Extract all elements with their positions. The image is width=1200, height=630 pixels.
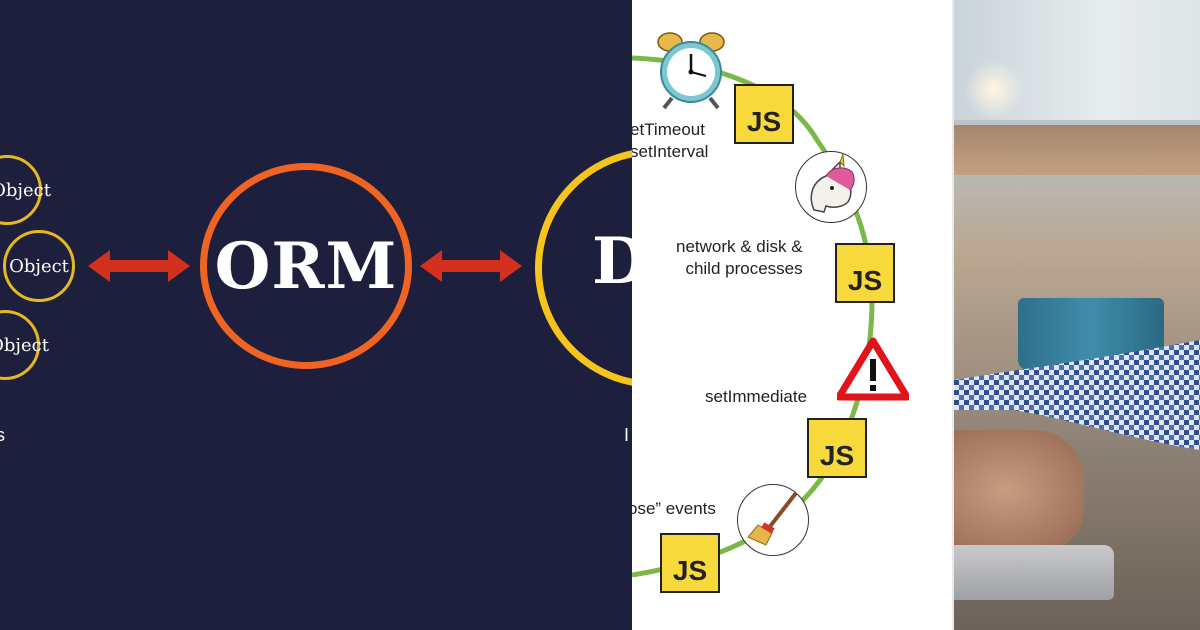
orm-diagram-panel: Object Object Object ORM D s I: [0, 148, 632, 445]
object-label: Object: [0, 179, 51, 201]
warning-icon: [835, 337, 911, 401]
js-box: JS: [660, 533, 720, 593]
panel-divider: [952, 0, 954, 630]
js-box: JS: [807, 418, 867, 478]
orm-label: ORM: [214, 228, 398, 304]
close-events-label: ose” events: [632, 499, 716, 518]
alarm-clock-icon: [654, 28, 728, 110]
settimeout-label: etTimeout setInterval: [632, 120, 709, 161]
checkered-sleeve: [954, 340, 1200, 450]
js-box: JS: [734, 84, 794, 144]
unicorn-icon: [795, 151, 867, 223]
caption-fragment: s: [0, 425, 5, 445]
object-circle: Object: [3, 230, 75, 302]
photo-light: [964, 60, 1024, 120]
caption-fragment: I: [624, 425, 630, 445]
double-arrow-icon: [88, 250, 190, 282]
orm-circle: ORM: [200, 163, 412, 369]
network-label: network & disk & child processes: [676, 237, 803, 278]
object-circle: Object: [0, 155, 51, 225]
object-label: Object: [0, 334, 49, 356]
js-box: JS: [835, 243, 895, 303]
hand-icon: [954, 430, 1084, 550]
photo-shelf: [954, 125, 1200, 175]
object-circle: Object: [0, 310, 49, 380]
photo-panel: [954, 0, 1200, 630]
laptop-icon: [954, 545, 1114, 600]
double-arrow-icon: [420, 250, 522, 282]
database-label: D: [592, 224, 632, 299]
broom-icon: [737, 484, 809, 556]
event-loop-panel: JS etTimeout setInterval network & disk …: [632, 0, 954, 630]
object-label: Object: [9, 255, 69, 277]
setimmediate-label: setImmediate: [705, 387, 808, 406]
